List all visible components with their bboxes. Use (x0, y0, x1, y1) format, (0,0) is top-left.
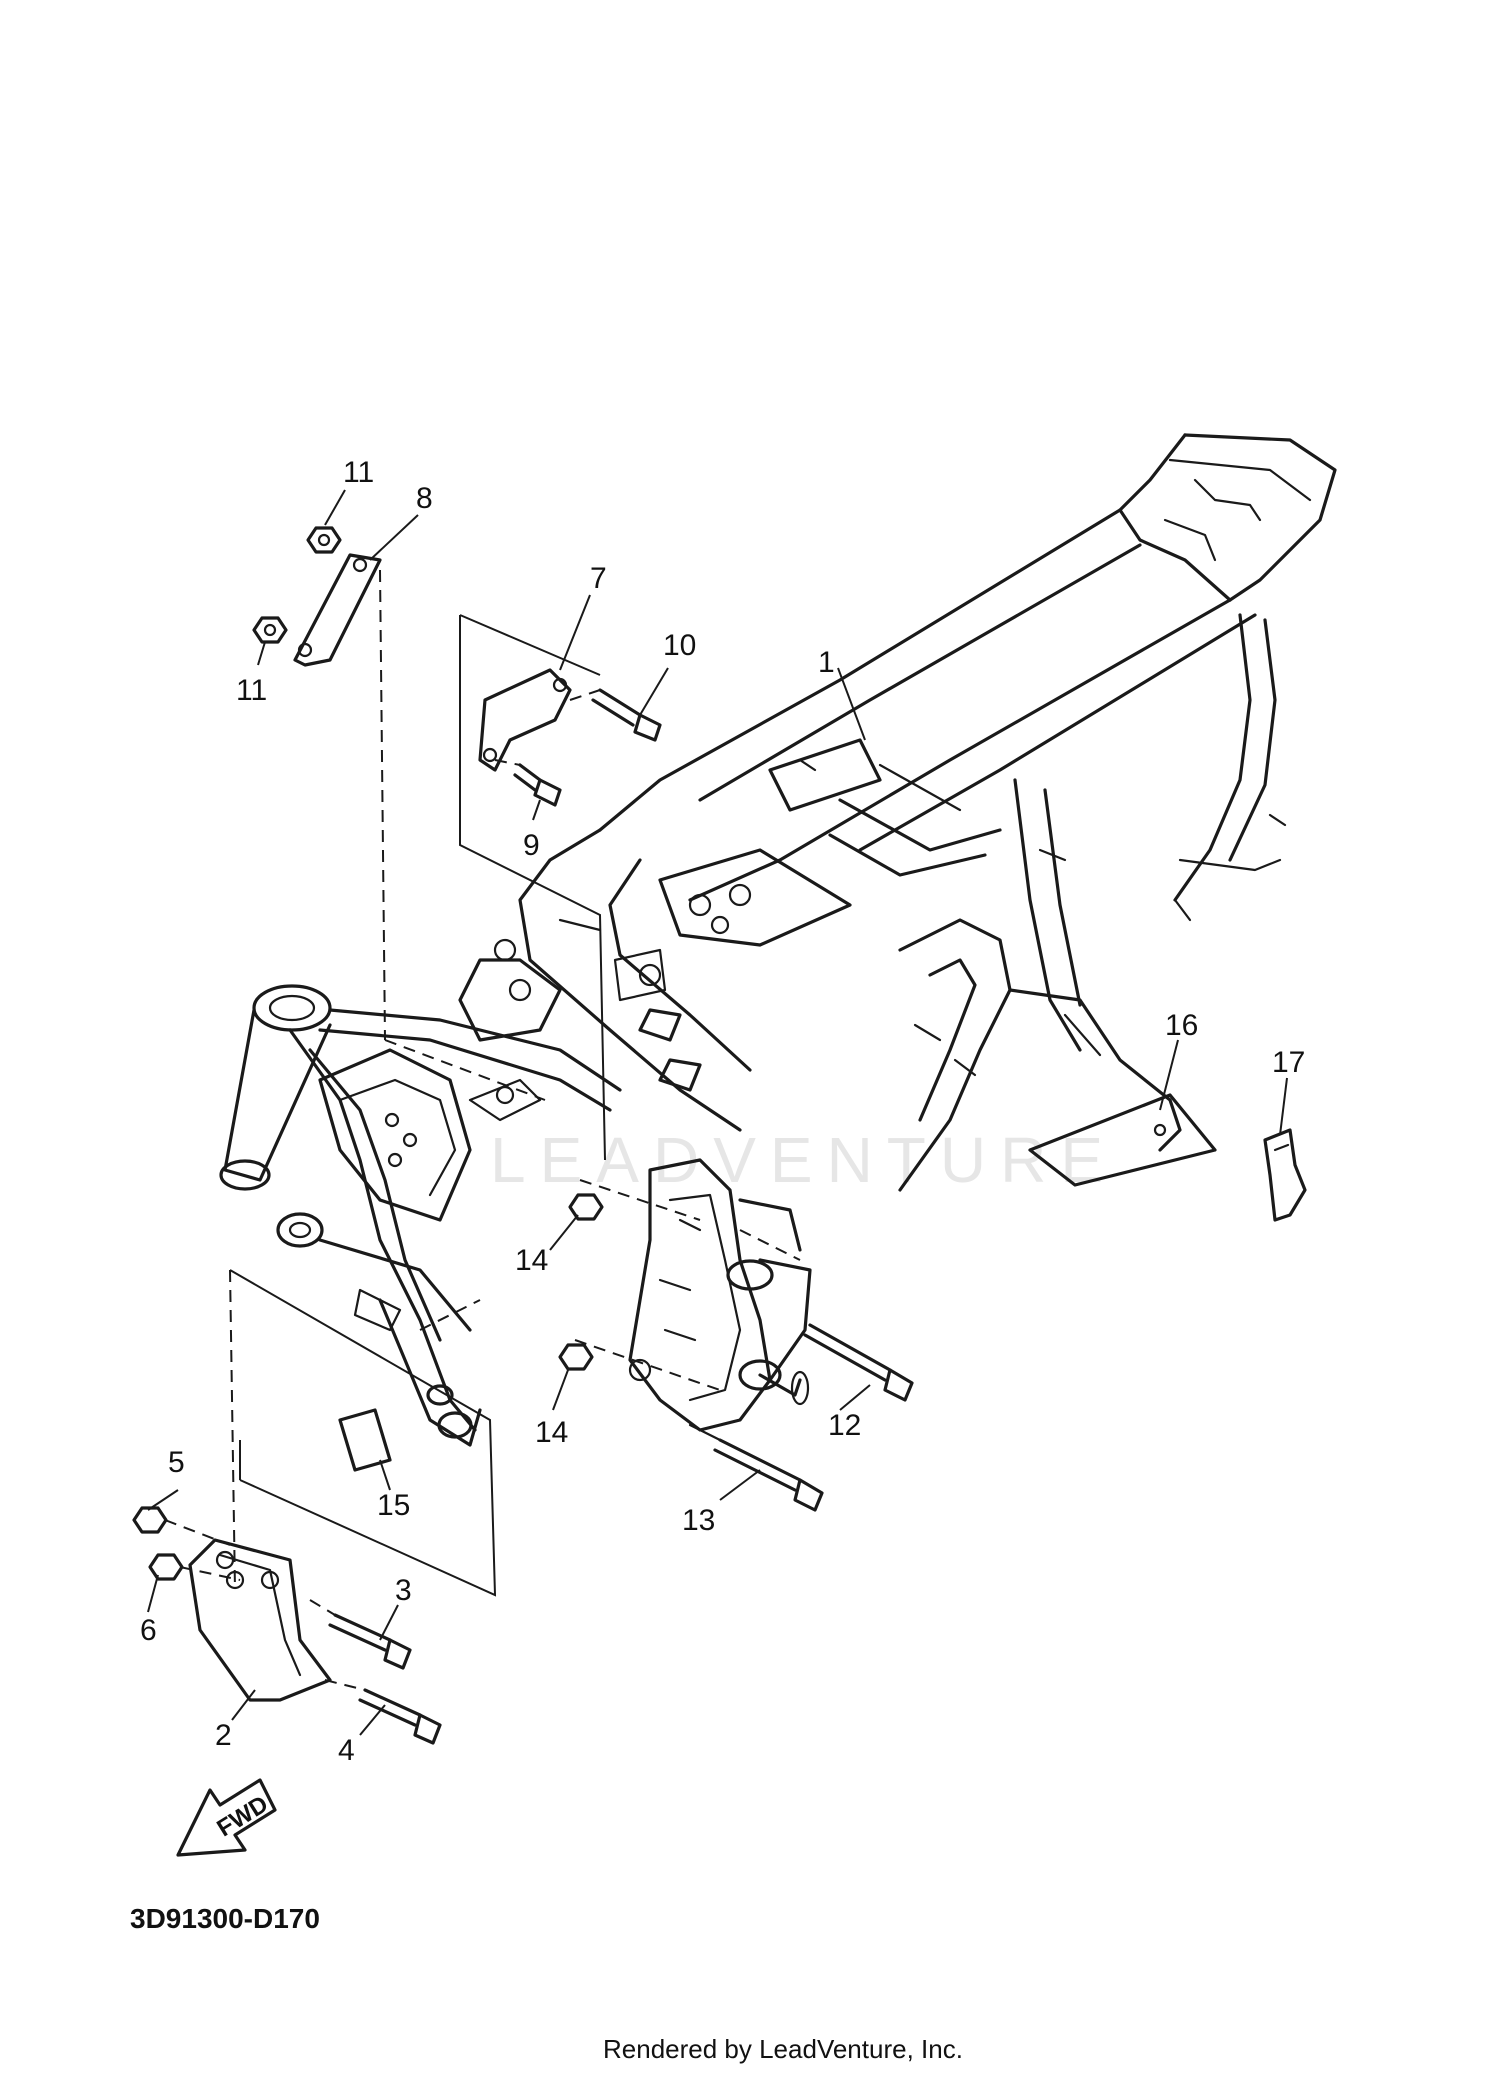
fwd-arrow-icon: FWD (176, 1778, 277, 1857)
fwd-label: FWD (212, 1791, 273, 1843)
callout-5: 5 (168, 1446, 185, 1479)
diagram-id: 3D91300-D170 (130, 1903, 320, 1934)
callout-11-lower: 11 (236, 674, 267, 707)
leader-lines (147, 489, 1288, 1736)
main-frame (518, 433, 1337, 1192)
pivot-plates (628, 1158, 812, 1442)
part-5-nut (132, 1506, 168, 1534)
part-6-nut (148, 1553, 184, 1581)
part-16-plate (1028, 1093, 1217, 1187)
callout-17: 17 (1272, 1046, 1305, 1079)
part-14-nut-lower (558, 1343, 594, 1371)
callout-7: 7 (590, 562, 607, 595)
callout-10: 10 (663, 629, 696, 662)
callout-14-lower: 14 (535, 1416, 568, 1449)
callout-15: 15 (377, 1489, 410, 1522)
callout-9: 9 (523, 829, 540, 862)
part-15-label (338, 1408, 392, 1472)
callout-6: 6 (140, 1614, 157, 1647)
grouping-boxes (229, 614, 606, 1597)
part-14-nut-upper (568, 1193, 604, 1221)
part-11-nut-upper (306, 526, 342, 554)
callouts: 1 2 3 4 5 6 7 8 9 10 11 11 12 13 14 14 1… (140, 456, 1305, 1767)
callout-3: 3 (395, 1574, 412, 1607)
part-17-clip (1263, 1128, 1307, 1222)
part-13-bolt (713, 1438, 824, 1512)
callout-2: 2 (215, 1719, 232, 1752)
callout-13: 13 (682, 1504, 715, 1537)
part-7-bracket (478, 668, 572, 772)
alignment-lines (164, 569, 801, 1691)
callout-1: 1 (818, 646, 835, 679)
part-10-bolt (591, 688, 662, 742)
part-12-bolt (803, 1323, 914, 1402)
part-8-bracket (293, 553, 382, 667)
callout-11-upper: 11 (343, 456, 374, 489)
watermark-text: LEADVENTURE (490, 1124, 1117, 1196)
footer-text: Rendered by LeadVenture, Inc. (603, 2034, 963, 2064)
callout-4: 4 (338, 1734, 355, 1767)
callout-14-upper: 14 (515, 1244, 548, 1277)
callout-12: 12 (828, 1409, 861, 1442)
callout-8: 8 (416, 482, 433, 515)
part-11-nut-lower (252, 616, 288, 644)
part-3-bolt (328, 1613, 412, 1670)
part-9-bolt (513, 763, 562, 807)
part-2-bracket (188, 1538, 332, 1702)
callout-16: 16 (1165, 1009, 1198, 1042)
part-4-bolt (358, 1688, 442, 1745)
